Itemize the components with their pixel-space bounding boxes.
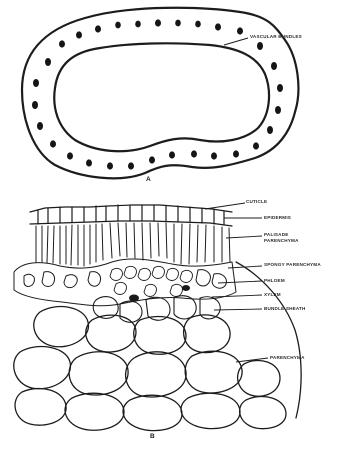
bundle-dark-cluster <box>182 285 190 291</box>
vascular-bundle-dot <box>135 21 141 28</box>
vascular-bundle-dot <box>275 106 281 114</box>
palisade-cells <box>36 223 230 266</box>
parenchyma-cell <box>65 393 124 430</box>
palisade-walls <box>36 223 230 266</box>
label-xylem: XYLEM <box>264 292 281 298</box>
vascular-bundle-dot <box>211 152 217 159</box>
vascular-bundle-dot <box>271 62 277 70</box>
vascular-bundle-dot <box>33 79 39 87</box>
leader-cuticle <box>205 203 245 209</box>
vascular-bundle-dot <box>267 126 273 134</box>
vascular-bundles <box>32 19 283 169</box>
leader-vascular-bundles <box>224 38 248 45</box>
vascular-bundle-dot <box>115 22 121 29</box>
vascular-bundle-dot <box>277 84 283 92</box>
vascular-bundle-dot <box>76 31 82 38</box>
label-epidermis: EPIDERMIS <box>264 215 291 221</box>
parenchyma-cells <box>14 262 301 431</box>
vascular-bundle-dot <box>37 122 43 130</box>
vascular-bundle-dot <box>191 150 197 157</box>
parenchyma-cell <box>181 393 240 428</box>
bundle-dark-cluster <box>129 295 139 302</box>
vascular-bundle-dot <box>195 21 201 28</box>
vascular-bundle-dot <box>45 58 51 66</box>
vascular-bundle-dot <box>233 150 239 157</box>
bundle-small-cells <box>110 266 192 296</box>
label-vascular-bundles: VASCULAR BUNDLES <box>250 34 302 40</box>
vascular-bundle-dot <box>169 151 175 158</box>
spongy-outline <box>14 259 236 306</box>
spongy-cell-walls <box>24 270 226 289</box>
parenchyma-cell <box>126 352 187 397</box>
label-palisade: PALISADE PARENCHYMA <box>264 232 324 244</box>
parenchyma-cell <box>123 395 182 430</box>
vascular-bundle-dot <box>59 40 65 47</box>
vascular-bundle-dot <box>128 162 134 169</box>
spongy-cells <box>14 259 236 306</box>
parenchyma-cell <box>240 396 286 428</box>
vascular-bundle-detail <box>110 266 192 296</box>
bundle-dark-clusters <box>129 285 190 302</box>
vascular-bundle-dot <box>257 42 263 50</box>
vascular-bundle-dot <box>175 20 181 27</box>
epidermis-cells <box>30 205 232 226</box>
label-spongy: SPONGY PARENCHYMA <box>264 262 324 268</box>
vascular-bundle-dot <box>215 23 221 30</box>
vascular-bundle-dot <box>67 152 73 159</box>
parenchyma-cell <box>185 351 242 393</box>
vascular-bundle-dot <box>155 19 161 26</box>
figure-a-letter: A <box>146 176 151 183</box>
figure-b-letter: B <box>150 433 155 440</box>
parenchyma-cell <box>238 360 280 396</box>
inner-outline <box>54 43 269 151</box>
vascular-bundle-dot <box>32 101 38 109</box>
parenchyma-cell <box>69 352 128 395</box>
parenchyma-cell <box>86 315 136 352</box>
leader-bundle-sheath <box>214 309 262 310</box>
parenchyma-cell <box>34 307 89 347</box>
label-parenchyma: PARENCHYMA <box>270 355 305 361</box>
leader-phloem <box>218 281 262 283</box>
leader-palisade <box>226 236 262 238</box>
label-cuticle: CUTICLE <box>246 199 267 205</box>
parenchyma-cell <box>134 317 186 355</box>
parenchyma-cell <box>14 347 71 389</box>
leader-xylem <box>212 295 262 297</box>
vascular-bundle-dot <box>50 140 56 147</box>
vascular-bundle-dot <box>237 27 243 34</box>
label-phloem: PHLOEM <box>264 278 285 284</box>
label-bundle-sheath: BUNDLE SHEATH <box>264 306 306 312</box>
figure-b-tissue <box>14 205 301 431</box>
vascular-bundle-dot <box>107 162 113 169</box>
vascular-bundle-dot <box>149 156 155 163</box>
vascular-bundle-dot <box>253 142 259 149</box>
vascular-bundle-dot <box>95 25 101 32</box>
parenchyma-cell <box>15 388 66 425</box>
parenchyma-cell <box>184 315 231 353</box>
vascular-bundle-dot <box>86 159 92 166</box>
